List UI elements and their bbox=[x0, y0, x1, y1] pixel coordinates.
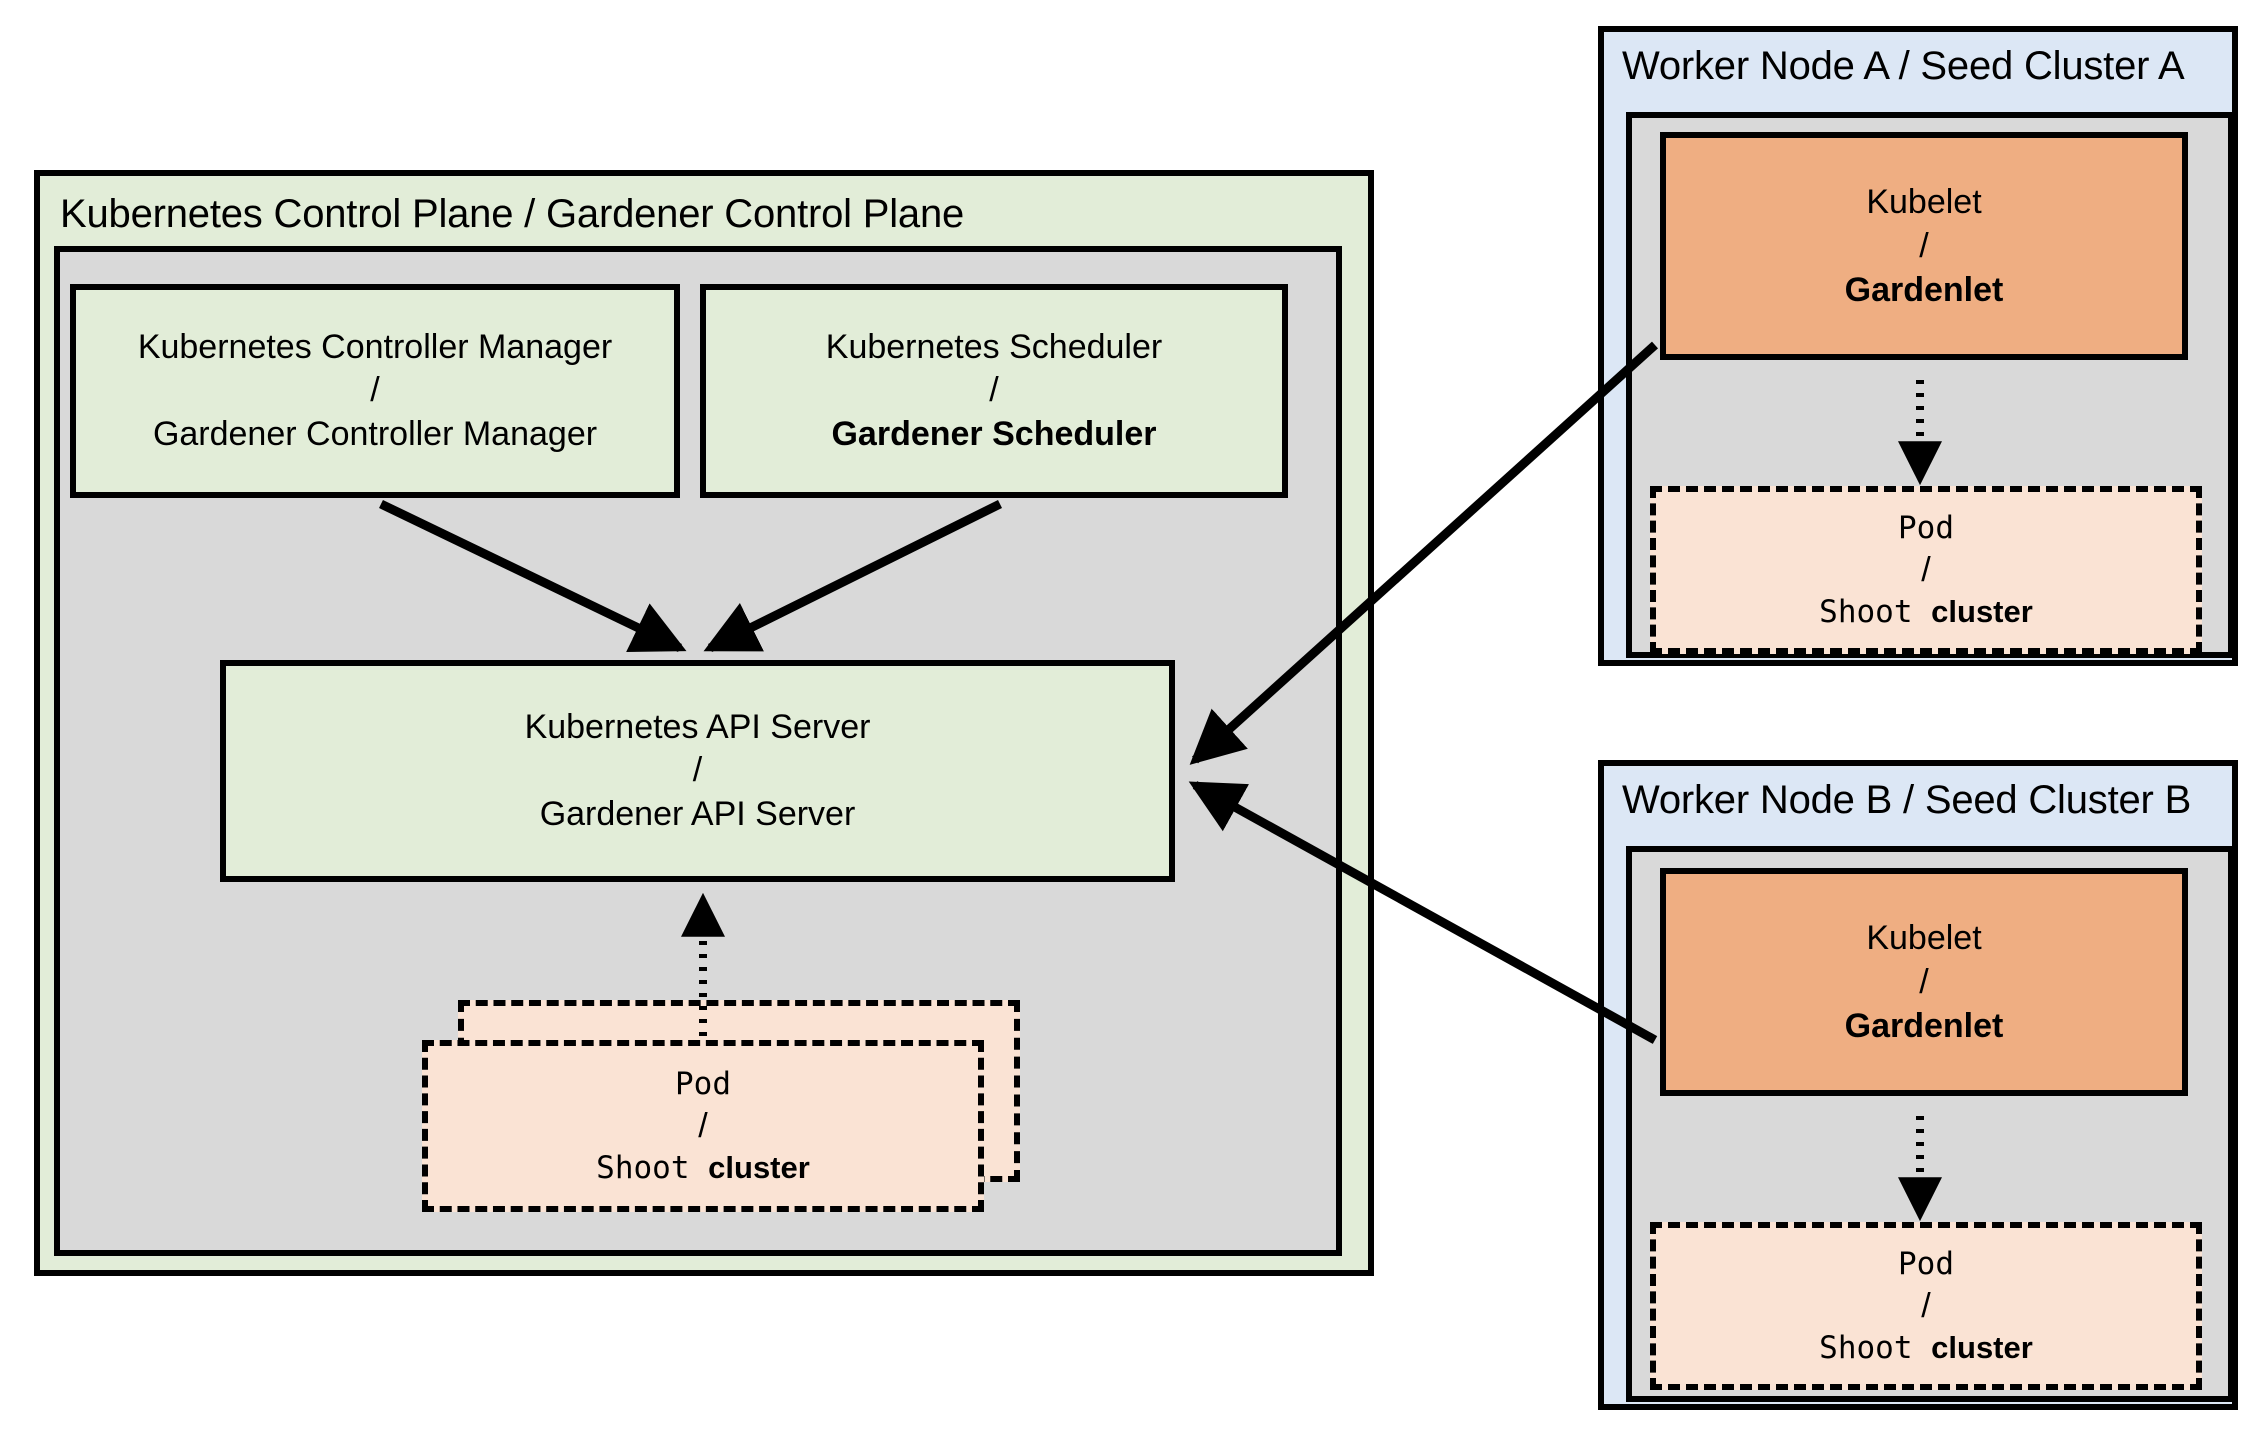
worker-node-b-title: Worker Node B / Seed Cluster B bbox=[1622, 778, 2192, 822]
control-plane-pod-box: Pod / Shoot cluster bbox=[422, 1040, 984, 1212]
scheduler-line1: Kubernetes Scheduler bbox=[825, 327, 1163, 366]
kubelet-a-line1: Kubelet bbox=[1866, 182, 1982, 221]
control-plane-pod-line2: Shoot cluster bbox=[596, 1148, 810, 1188]
pod-a-cluster-word: cluster bbox=[1931, 594, 2033, 630]
scheduler-separator: / bbox=[989, 371, 999, 410]
controller-manager-line1: Kubernetes Controller Manager bbox=[137, 327, 613, 366]
pod-a-separator: / bbox=[1921, 550, 1931, 589]
control-plane-pod-cluster-word: cluster bbox=[708, 1150, 810, 1186]
kubernetes-controller-manager-box: Kubernetes Controller Manager / Gardener… bbox=[70, 284, 680, 498]
pod-b-cluster-word: cluster bbox=[1931, 1330, 2033, 1366]
pod-b-line2: Shoot cluster bbox=[1819, 1328, 2033, 1368]
controller-manager-line2: Gardener Controller Manager bbox=[152, 414, 598, 453]
api-server-line1: Kubernetes API Server bbox=[524, 707, 871, 746]
gardenlet-a-line2: Gardenlet bbox=[1844, 271, 2004, 310]
pod-b-shoot-word: Shoot bbox=[1819, 1330, 1932, 1367]
kubelet-b-separator: / bbox=[1919, 962, 1929, 1001]
controller-manager-separator: / bbox=[370, 371, 380, 410]
kubelet-gardenlet-b-box: Kubelet / Gardenlet bbox=[1660, 868, 2188, 1096]
gardenlet-b-line2: Gardenlet bbox=[1844, 1007, 2004, 1046]
control-plane-pod-line1: Pod bbox=[675, 1065, 731, 1102]
pod-a-line1: Pod bbox=[1898, 509, 1954, 546]
worker-node-b-pod-box: Pod / Shoot cluster bbox=[1650, 1222, 2202, 1390]
worker-node-a-pod-box: Pod / Shoot cluster bbox=[1650, 486, 2202, 654]
worker-node-a-title: Worker Node A / Seed Cluster A bbox=[1622, 44, 2185, 88]
control-plane-pod-shoot-word: Shoot bbox=[596, 1150, 709, 1187]
api-server-line2: Gardener API Server bbox=[539, 794, 856, 833]
kubelet-b-line1: Kubelet bbox=[1866, 918, 1982, 957]
scheduler-line2: Gardener Scheduler bbox=[831, 414, 1157, 453]
kubelet-a-separator: / bbox=[1919, 226, 1929, 265]
kubelet-gardenlet-a-box: Kubelet / Gardenlet bbox=[1660, 132, 2188, 360]
pod-a-line2: Shoot cluster bbox=[1819, 592, 2033, 632]
control-plane-title: Kubernetes Control Plane / Gardener Cont… bbox=[60, 192, 965, 236]
control-plane-pod-separator: / bbox=[698, 1106, 708, 1145]
kubernetes-scheduler-box: Kubernetes Scheduler / Gardener Schedule… bbox=[700, 284, 1288, 498]
pod-b-separator: / bbox=[1921, 1286, 1931, 1325]
pod-a-shoot-word: Shoot bbox=[1819, 594, 1932, 631]
pod-b-line1: Pod bbox=[1898, 1245, 1954, 1282]
kubernetes-api-server-box: Kubernetes API Server / Gardener API Ser… bbox=[220, 660, 1175, 882]
api-server-separator: / bbox=[692, 751, 703, 790]
